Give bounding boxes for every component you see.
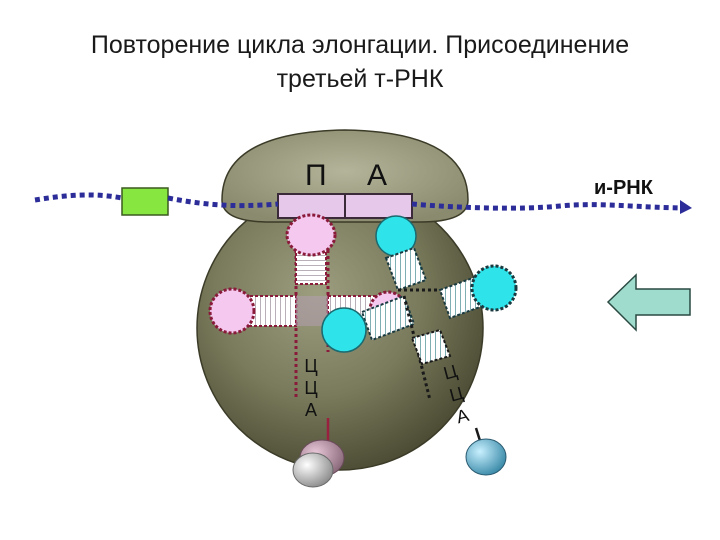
- amino-acid-chain: [292, 439, 345, 488]
- trna-left-anticodon-3: А: [305, 400, 317, 420]
- trna-right-anticodon-1: Ц: [441, 361, 459, 384]
- trna-right-anticodon-2: Ц: [447, 383, 465, 406]
- ribosome-sites: П А: [277, 159, 413, 219]
- trna-left-anticodon-1: Ц: [304, 356, 317, 376]
- incoming-arrow: [606, 273, 691, 332]
- amino-acid-ball-gray: [292, 452, 334, 488]
- mrna-label: и-РНК: [594, 177, 654, 199]
- trna-right-anticodon-3: А: [454, 405, 471, 427]
- title-line-2: третьей т-РНК: [276, 65, 444, 93]
- amino-acid-ball-blue: [465, 438, 507, 476]
- site-a-label: А: [367, 159, 387, 192]
- site-p-label: П: [305, 159, 327, 192]
- mrna-strand: [34, 192, 692, 214]
- trna-left-anticodon-2: Ц: [304, 378, 317, 398]
- slide-title: Повторение цикла элонгации. Присоединени…: [40, 28, 680, 96]
- trna-cyan-a-site: [321, 215, 518, 401]
- title-line-1: Повторение цикла элонгации. Присоединени…: [90, 31, 630, 59]
- green-codon-box: [121, 187, 169, 216]
